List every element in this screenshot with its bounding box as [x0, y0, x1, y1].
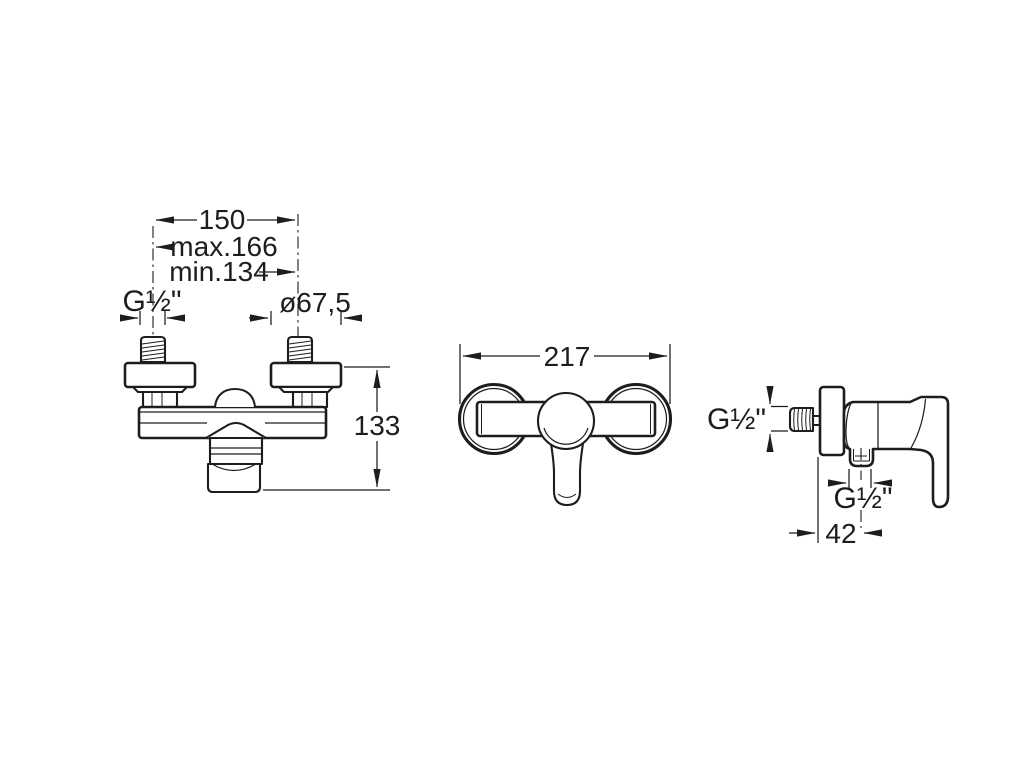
dim-pitch-max: max.166	[155, 231, 278, 262]
dim-pitch-max-label: max.166	[170, 231, 277, 262]
width-dim-label: 217	[544, 341, 591, 372]
mixer-body	[137, 387, 328, 440]
side-view: G½" G½" 42	[707, 385, 950, 549]
dim-pitch-min: min.134	[169, 256, 296, 287]
depth-dim-label: 42	[825, 518, 856, 549]
front-connections-view: 150 max.166 min.134 G½" ø67,5 133	[120, 204, 401, 494]
inlet-thread-label: G½"	[122, 285, 181, 318]
dim-pitch-150: 150	[155, 204, 296, 235]
dim-pitch-label: 150	[199, 204, 246, 235]
left-inlet-stud	[139, 335, 167, 368]
bottom-outlet	[206, 436, 264, 494]
right-escutcheon	[269, 361, 343, 409]
dim-depth-42: 42	[789, 457, 882, 549]
side-body-and-handle	[842, 395, 950, 509]
dim-side-inlet-thread: G½"	[707, 386, 788, 452]
dim-width-217: 217	[459, 341, 671, 404]
lever-handle	[548, 435, 586, 507]
dim-height-133: 133	[263, 366, 401, 491]
dim-escutcheon-diameter: ø67,5	[249, 287, 362, 325]
cartridge-dome	[536, 391, 596, 451]
side-escutcheon-plate	[818, 385, 846, 457]
left-escutcheon	[123, 361, 197, 409]
dim-inlet-thread: G½"	[120, 285, 185, 325]
side-inlet-thread	[788, 406, 822, 433]
outlet-thread-label: G½"	[833, 482, 892, 515]
escutcheon-diameter-label: ø67,5	[279, 287, 351, 318]
front-face-view: 217	[457, 341, 673, 507]
height-dim-label: 133	[354, 410, 401, 441]
dim-outlet-thread: G½"	[828, 469, 893, 515]
side-inlet-thread-label: G½"	[707, 403, 766, 436]
dim-pitch-min-label: min.134	[169, 256, 269, 287]
